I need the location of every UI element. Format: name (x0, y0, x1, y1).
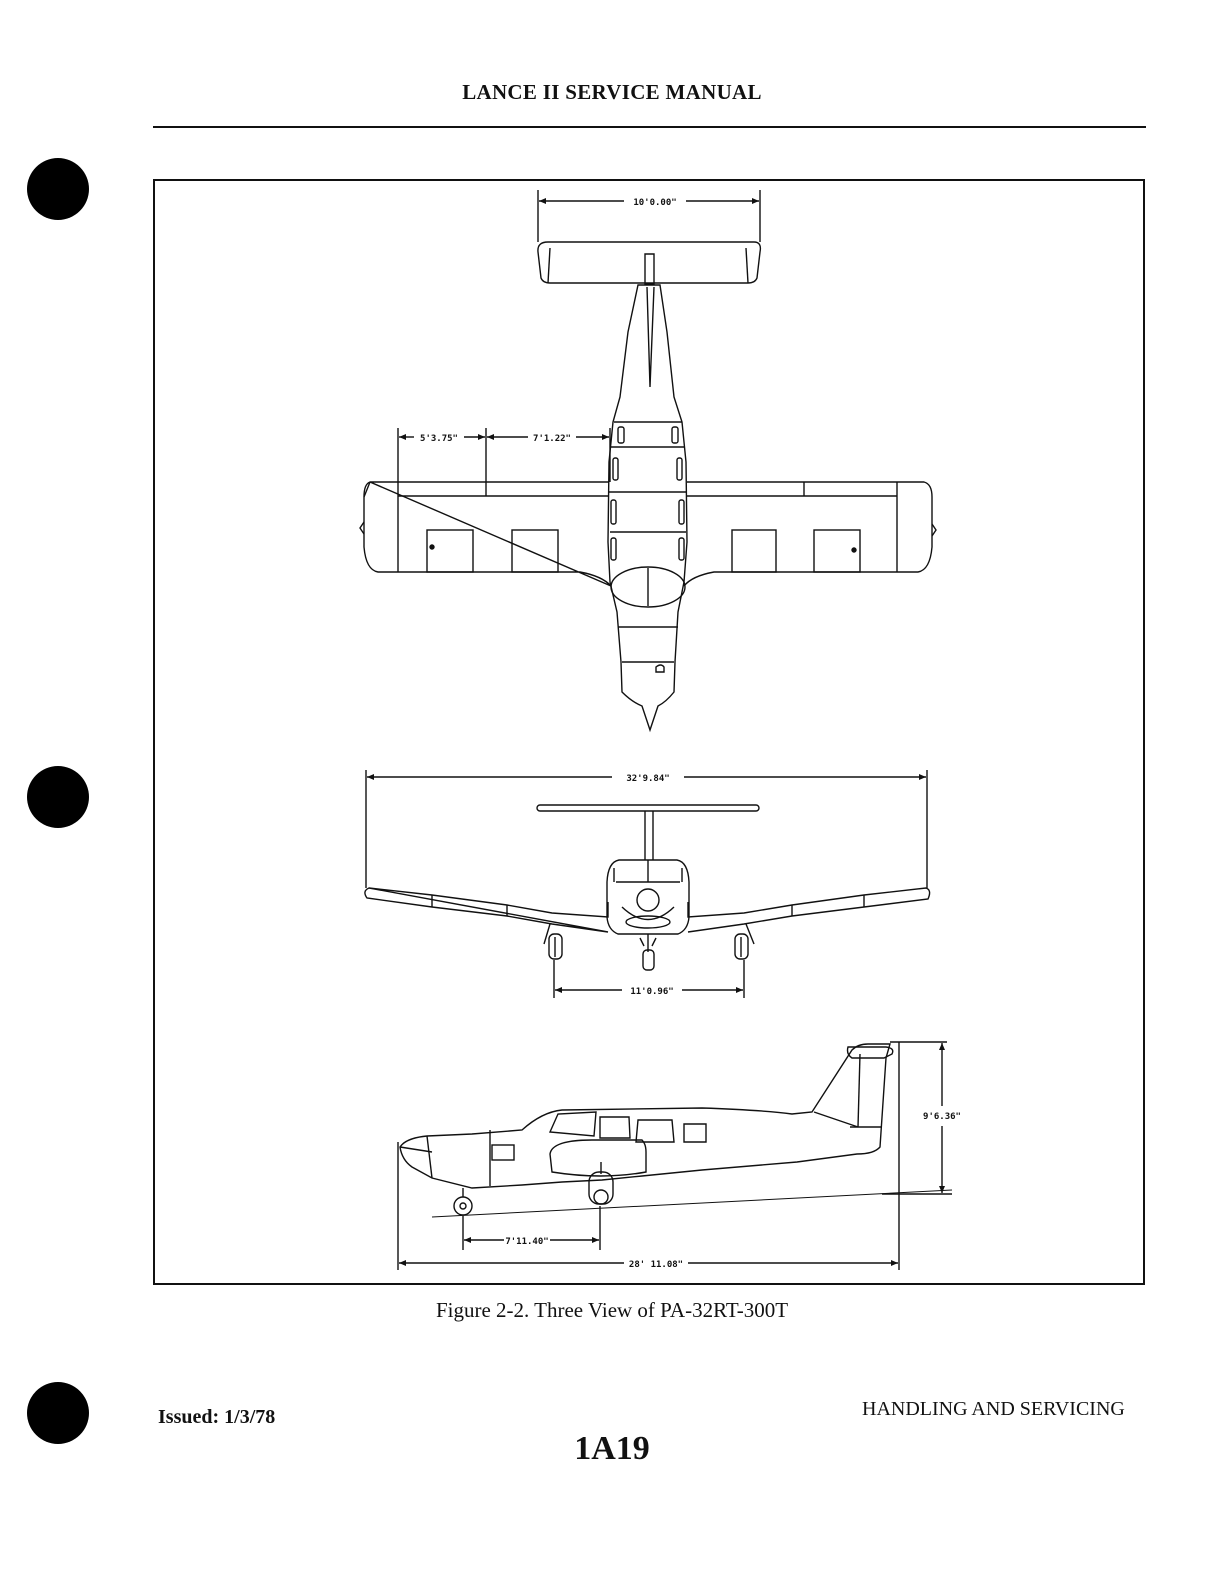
three-view-drawing: 10'0.00" 5'3.75" 7'1.22" 32'9.84" 11'0.9… (155, 181, 1147, 1287)
header-rule (153, 126, 1146, 128)
side-view (400, 1044, 952, 1217)
stabilator-span-label: 10'0.00" (633, 198, 676, 208)
figure-frame: 10'0.00" 5'3.75" 7'1.22" 32'9.84" 11'0.9… (153, 179, 1145, 1285)
wheel-base-label: 7'11.40" (505, 1237, 548, 1247)
length-label: 28' 11.08" (629, 1260, 683, 1270)
section-title: HANDLING AND SERVICING (862, 1398, 1125, 1421)
aileron-span-label: 7'1.22" (533, 434, 571, 444)
height-label: 9'6.36" (923, 1112, 961, 1122)
front-view (365, 805, 930, 970)
page-header-title: LANCE II SERVICE MANUAL (0, 80, 1224, 105)
binder-hole-top (27, 158, 89, 220)
flap-span-label: 5'3.75" (420, 434, 458, 444)
binder-hole-middle (27, 766, 89, 828)
page-number: 1A19 (0, 1430, 1224, 1468)
side-view-dimensions (398, 1042, 952, 1270)
top-view (360, 242, 936, 730)
wing-span-label: 32'9.84" (626, 774, 669, 784)
front-view-dimensions (366, 770, 927, 998)
wheel-track-label: 11'0.96" (630, 987, 673, 997)
issued-date: Issued: 1/3/78 (158, 1406, 275, 1429)
figure-caption: Figure 2-2. Three View of PA-32RT-300T (0, 1298, 1224, 1323)
